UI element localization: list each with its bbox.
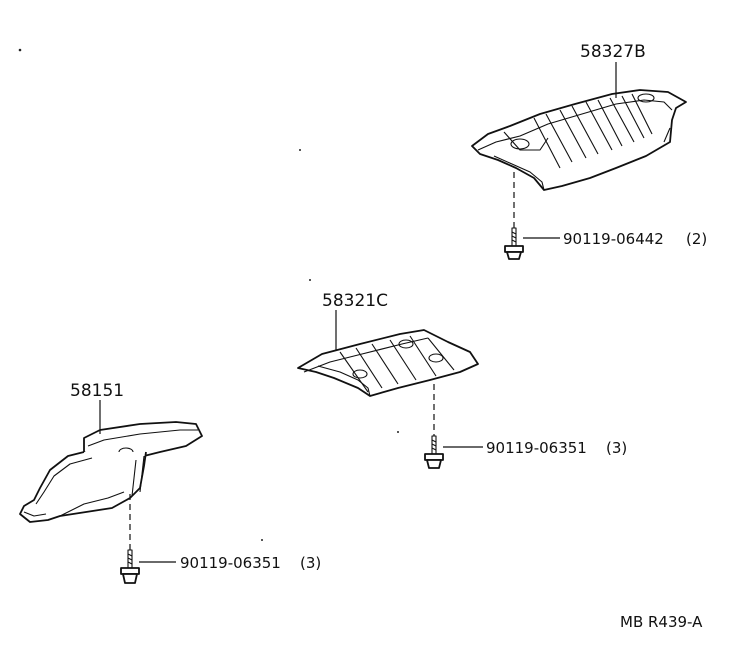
part-number-58321c: 58321C [322, 291, 388, 311]
bolt-c-part-number: 90119-06351 [180, 554, 281, 572]
scan-specks [18, 48, 399, 541]
reference-code: MB R439-A [620, 613, 703, 631]
heat-shield-58321c [297, 329, 479, 397]
bolt-a-icon [504, 227, 524, 260]
bolt-b-quantity: (3) [606, 439, 627, 457]
part-number-58327b: 58327B [580, 42, 646, 62]
bolt-c-quantity: (3) [300, 554, 321, 572]
bolt-a-quantity: (2) [686, 230, 707, 248]
bolt-b-part-number: 90119-06351 [486, 439, 587, 457]
bolt-a-part-number: 90119-06442 [563, 230, 664, 248]
heat-shield-58151 [19, 421, 203, 523]
bolt-b-icon [424, 435, 444, 469]
heat-shield-58327b [471, 89, 687, 191]
bolt-c-icon [120, 549, 140, 584]
part-number-58151: 58151 [70, 381, 124, 401]
